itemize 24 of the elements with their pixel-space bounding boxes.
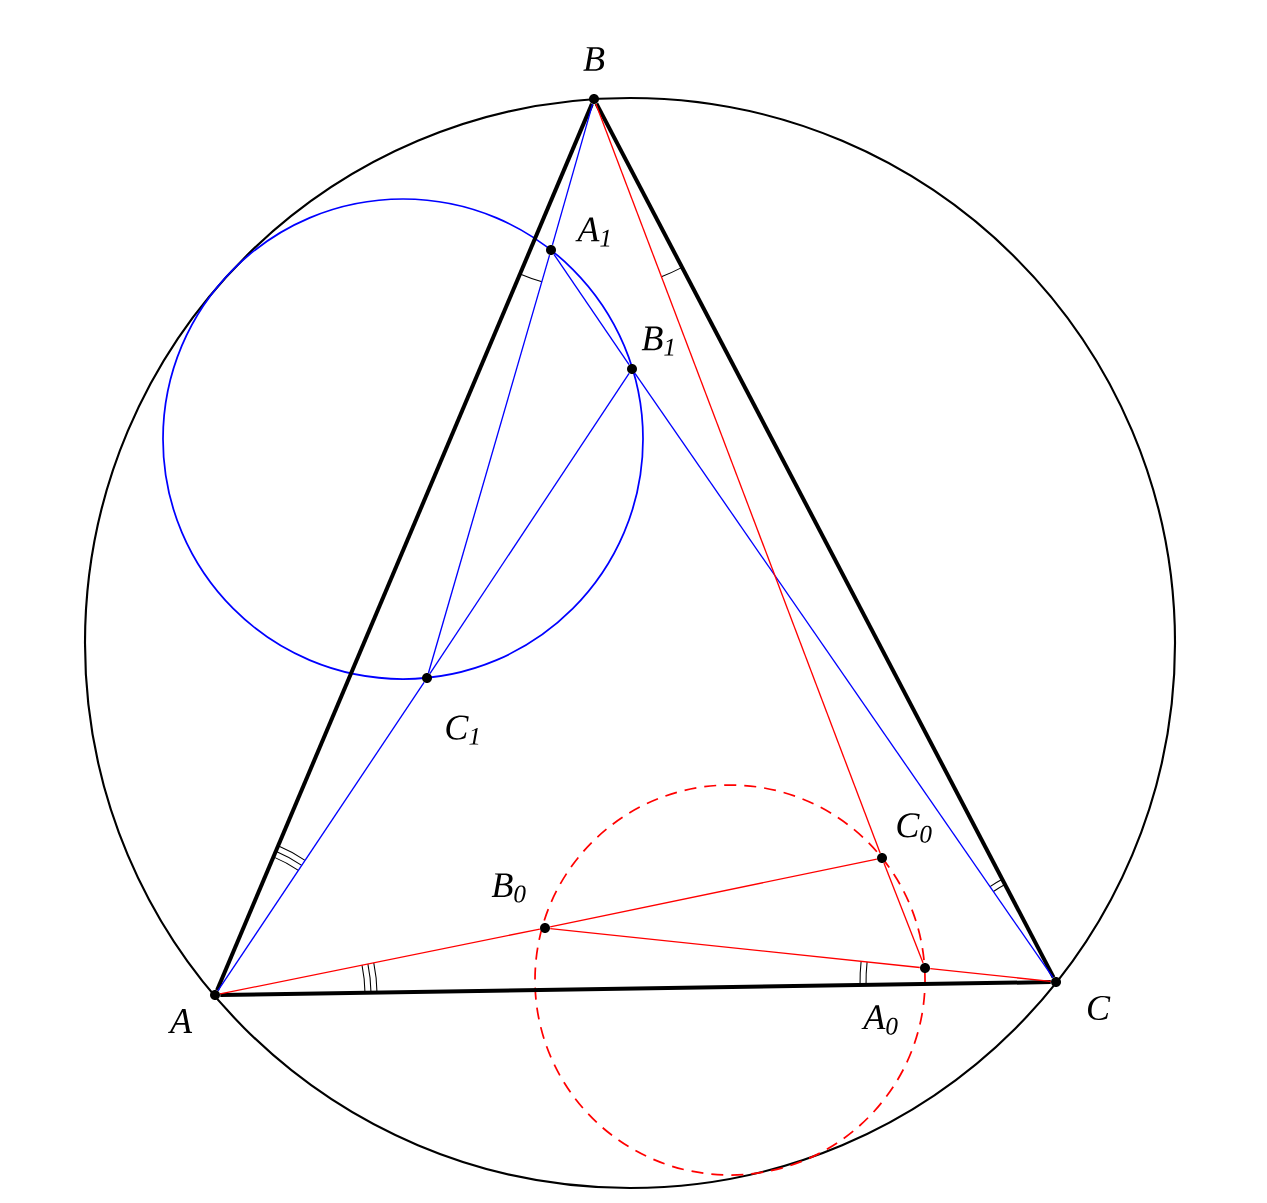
line-segment: [549, 927, 921, 969]
point-label: A: [168, 1009, 193, 1033]
line-segment: [215, 103, 594, 991]
point-label: A$_{1}$: [575, 217, 610, 247]
line-segment: [594, 102, 1056, 979]
line-segment: [929, 967, 1052, 983]
line-segment: [549, 858, 878, 928]
line-segment: [220, 980, 1051, 997]
point-label: C$_{0}$: [897, 813, 932, 843]
line-segment: [883, 862, 924, 964]
line-segment: [219, 928, 541, 995]
point-label: A$_{0}$: [861, 1005, 898, 1035]
line-segment: [553, 253, 630, 366]
line-segment: [429, 372, 630, 675]
point-label: C$_{1}$: [446, 715, 479, 745]
point-label: B$_{1}$: [641, 326, 674, 356]
line-segment: [217, 681, 425, 992]
line-segment: [634, 372, 1054, 979]
line-segment: [427, 254, 551, 674]
line-segment: [551, 103, 594, 246]
line-segment: [595, 103, 881, 854]
point-label: B$_{0}$: [491, 873, 526, 903]
point-label: C: [1088, 995, 1111, 1021]
point-label: B: [583, 47, 605, 71]
